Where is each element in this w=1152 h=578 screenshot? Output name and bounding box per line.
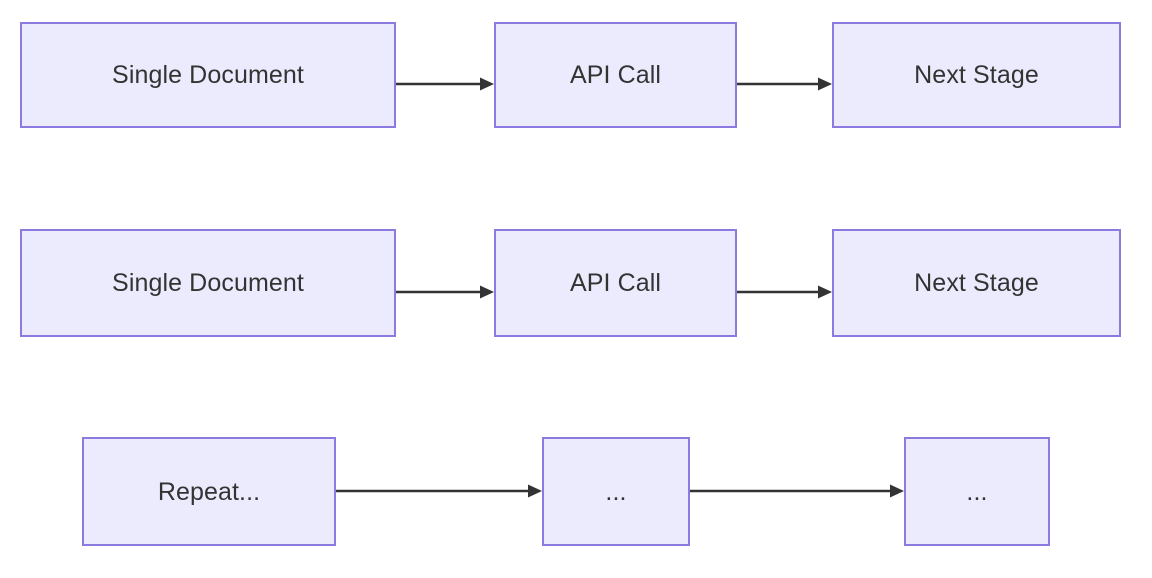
node-label: ... (966, 477, 988, 506)
node-label: Single Document (112, 269, 304, 297)
node-api-call-row1[interactable]: API Call (494, 22, 737, 128)
node-ellipsis-2-row3[interactable]: ... (904, 437, 1050, 546)
node-next-stage-row2[interactable]: Next Stage (832, 229, 1121, 337)
node-single-document-row2[interactable]: Single Document (20, 229, 396, 337)
node-label: ... (605, 477, 627, 506)
node-ellipsis-1-row3[interactable]: ... (542, 437, 690, 546)
node-label: Repeat... (157, 477, 261, 506)
node-next-stage-row1[interactable]: Next Stage (832, 22, 1121, 128)
node-single-document-row1[interactable]: Single Document (20, 22, 396, 128)
node-label: Next Stage (914, 61, 1039, 89)
node-label: Next Stage (914, 269, 1039, 297)
node-label: API Call (569, 269, 662, 297)
node-label: Single Document (112, 61, 304, 89)
node-api-call-row2[interactable]: API Call (494, 229, 737, 337)
node-repeat-row3[interactable]: Repeat... (82, 437, 336, 546)
node-label: API Call (569, 61, 662, 89)
